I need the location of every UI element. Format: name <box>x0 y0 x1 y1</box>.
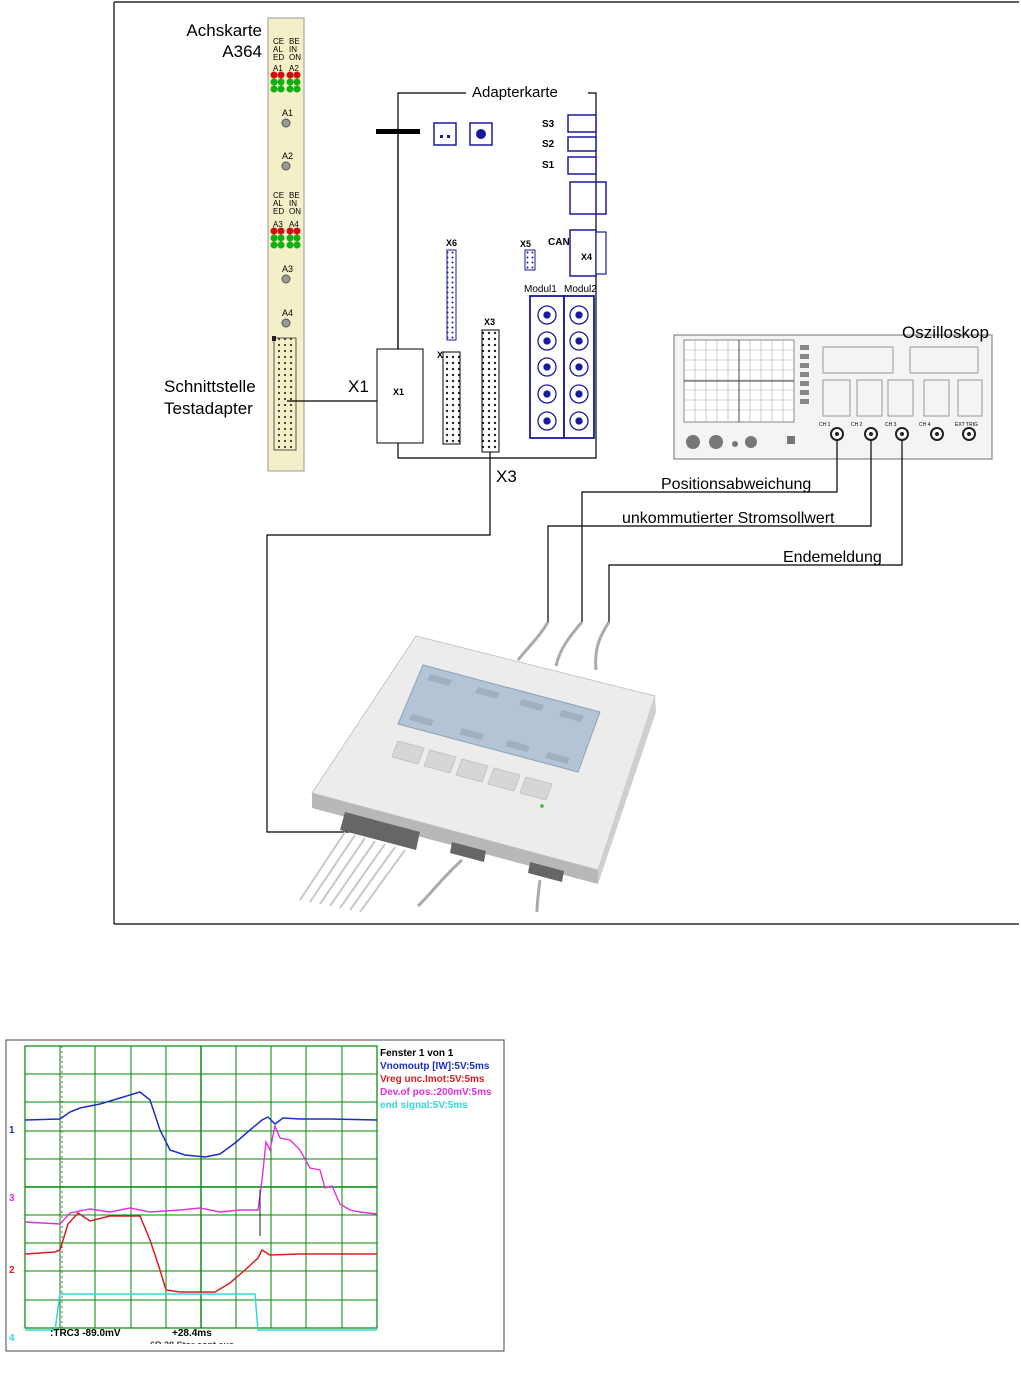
signal-wires <box>547 440 903 622</box>
adapter-card-title: Adapterkarte <box>472 84 558 101</box>
led-label-be: BE <box>289 37 300 46</box>
modul1-label: Modul1 <box>524 284 557 295</box>
ext-trig-label: EXT TRIG <box>955 422 978 428</box>
ch4-label: CH 4 <box>919 422 931 428</box>
trace-red <box>24 1212 377 1293</box>
trace-blue <box>24 1091 378 1158</box>
x5-label: X5 <box>520 239 531 249</box>
interface-label-2: Testadapter <box>164 399 253 418</box>
x6-label: X6 <box>446 238 457 248</box>
ch3-label: CH 3 <box>885 422 897 428</box>
x3-wire <box>266 452 491 833</box>
status-left: :TRC3 -89.0mV <box>50 1328 121 1339</box>
led-block-2 <box>270 227 301 249</box>
modul2-label: Modul2 <box>564 284 597 295</box>
led-label-ce: CE <box>273 37 284 46</box>
switch-label-s2: S2 <box>542 139 555 150</box>
led-label-on: ON <box>289 53 301 62</box>
switch-s2 <box>567 136 597 152</box>
legend-entry-3: Dev.of pos.:200mV:5ms <box>380 1087 492 1098</box>
can-label: CAN <box>548 237 570 248</box>
legend-entry-2: Vreg unc.Imot:5V:5ms <box>380 1074 485 1085</box>
mounting-bar <box>376 129 420 134</box>
x1-board-label: X1 <box>393 387 404 397</box>
led-label-be-2: BE <box>289 191 300 200</box>
status-right: +28.4ms <box>172 1328 212 1339</box>
signal-label-end: Endemeldung <box>783 549 882 566</box>
ch2-label: CH 2 <box>851 422 863 428</box>
led-label-ed: ED <box>273 53 284 62</box>
diagram-frame <box>113 1 1019 925</box>
x6-connector <box>446 249 457 341</box>
test-adapter-device <box>299 621 656 913</box>
jack-label-a3: A3 <box>282 264 293 274</box>
x1-board-connector <box>376 348 424 444</box>
signal-label-position: Positionsabweichung <box>661 476 811 493</box>
led-label-in: IN <box>289 45 297 54</box>
trace-cyan <box>25 1293 377 1331</box>
signal-label-current: unkommutierter Stromsollwert <box>622 510 835 527</box>
led-label-al: AL <box>273 45 283 54</box>
led-label-in-2: IN <box>289 199 297 208</box>
led-label-al-2: AL <box>273 199 283 208</box>
x5-connector <box>524 249 536 271</box>
x1-wire-label: X1 <box>348 377 369 396</box>
led-label-a4: A4 <box>289 220 299 229</box>
switch-s1 <box>567 156 597 175</box>
legend-entry-1: Vnomoutp [IW]:5V:5ms <box>380 1061 490 1072</box>
led-label-ce-2: CE <box>273 191 284 200</box>
switch-s3 <box>567 114 597 133</box>
jack-label-a1: A1 <box>282 108 293 118</box>
channel-marker-3: 3 <box>9 1193 15 1204</box>
channel-marker-2: 2 <box>9 1265 15 1276</box>
jack-a3 <box>281 274 291 284</box>
led-block-1 <box>270 71 301 93</box>
trace-magenta <box>24 1123 378 1225</box>
led-label-a1: A1 <box>273 64 283 73</box>
legend-title: Fenster 1 von 1 <box>380 1048 454 1059</box>
oscilloscope-title: Oszilloskop <box>902 323 989 342</box>
interface-label-1: Schnittstelle <box>164 377 256 396</box>
led-label-a3: A3 <box>273 220 283 229</box>
adapter-card: Adapterkarte S3 S2 S1 CAN X4 X5 X6 X2 X3… <box>376 84 607 459</box>
interface-connector <box>273 337 297 451</box>
scope-capture: 1 3 2 4 Fenster 1 von 1 Vnomoutp [IW]:5V… <box>5 1039 505 1352</box>
channel-marker-1: 1 <box>9 1125 15 1136</box>
jack-a1 <box>281 118 291 128</box>
bnc-sockets <box>537 305 589 431</box>
x4-connector <box>569 229 597 277</box>
ch1-label: CH 1 <box>819 422 831 428</box>
axis-card: Achskarte A364 CE BE AL IN ED ON A1 A2 A… <box>186 17 305 472</box>
jack-a2 <box>281 161 291 171</box>
x3-connector <box>481 329 500 453</box>
led-label-ed-2: ED <box>273 207 284 216</box>
x3-wire-label: X3 <box>496 467 517 486</box>
switch-label-s1: S1 <box>542 160 555 171</box>
axis-card-title-2: A364 <box>222 42 262 61</box>
led-label-on-2: ON <box>289 207 301 216</box>
led-label-a2: A2 <box>289 64 299 73</box>
jack-a4 <box>281 318 291 328</box>
x4-label: X4 <box>581 252 592 262</box>
oscilloscope: Oszilloskop CH 1 CH 2 <box>673 323 993 460</box>
jumper-block <box>433 122 457 146</box>
jack-label-a2: A2 <box>282 151 293 161</box>
legend-entry-4: end signal:5V:5ms <box>380 1100 468 1111</box>
jack-label-a4: A4 <box>282 308 293 318</box>
axis-card-title-1: Achskarte <box>186 21 262 40</box>
x2-connector <box>442 351 461 445</box>
channel-marker-4: 4 <box>9 1333 15 1344</box>
x3-board-label: X3 <box>484 317 495 327</box>
power-connector <box>569 181 607 215</box>
switch-label-s3: S3 <box>542 119 555 130</box>
